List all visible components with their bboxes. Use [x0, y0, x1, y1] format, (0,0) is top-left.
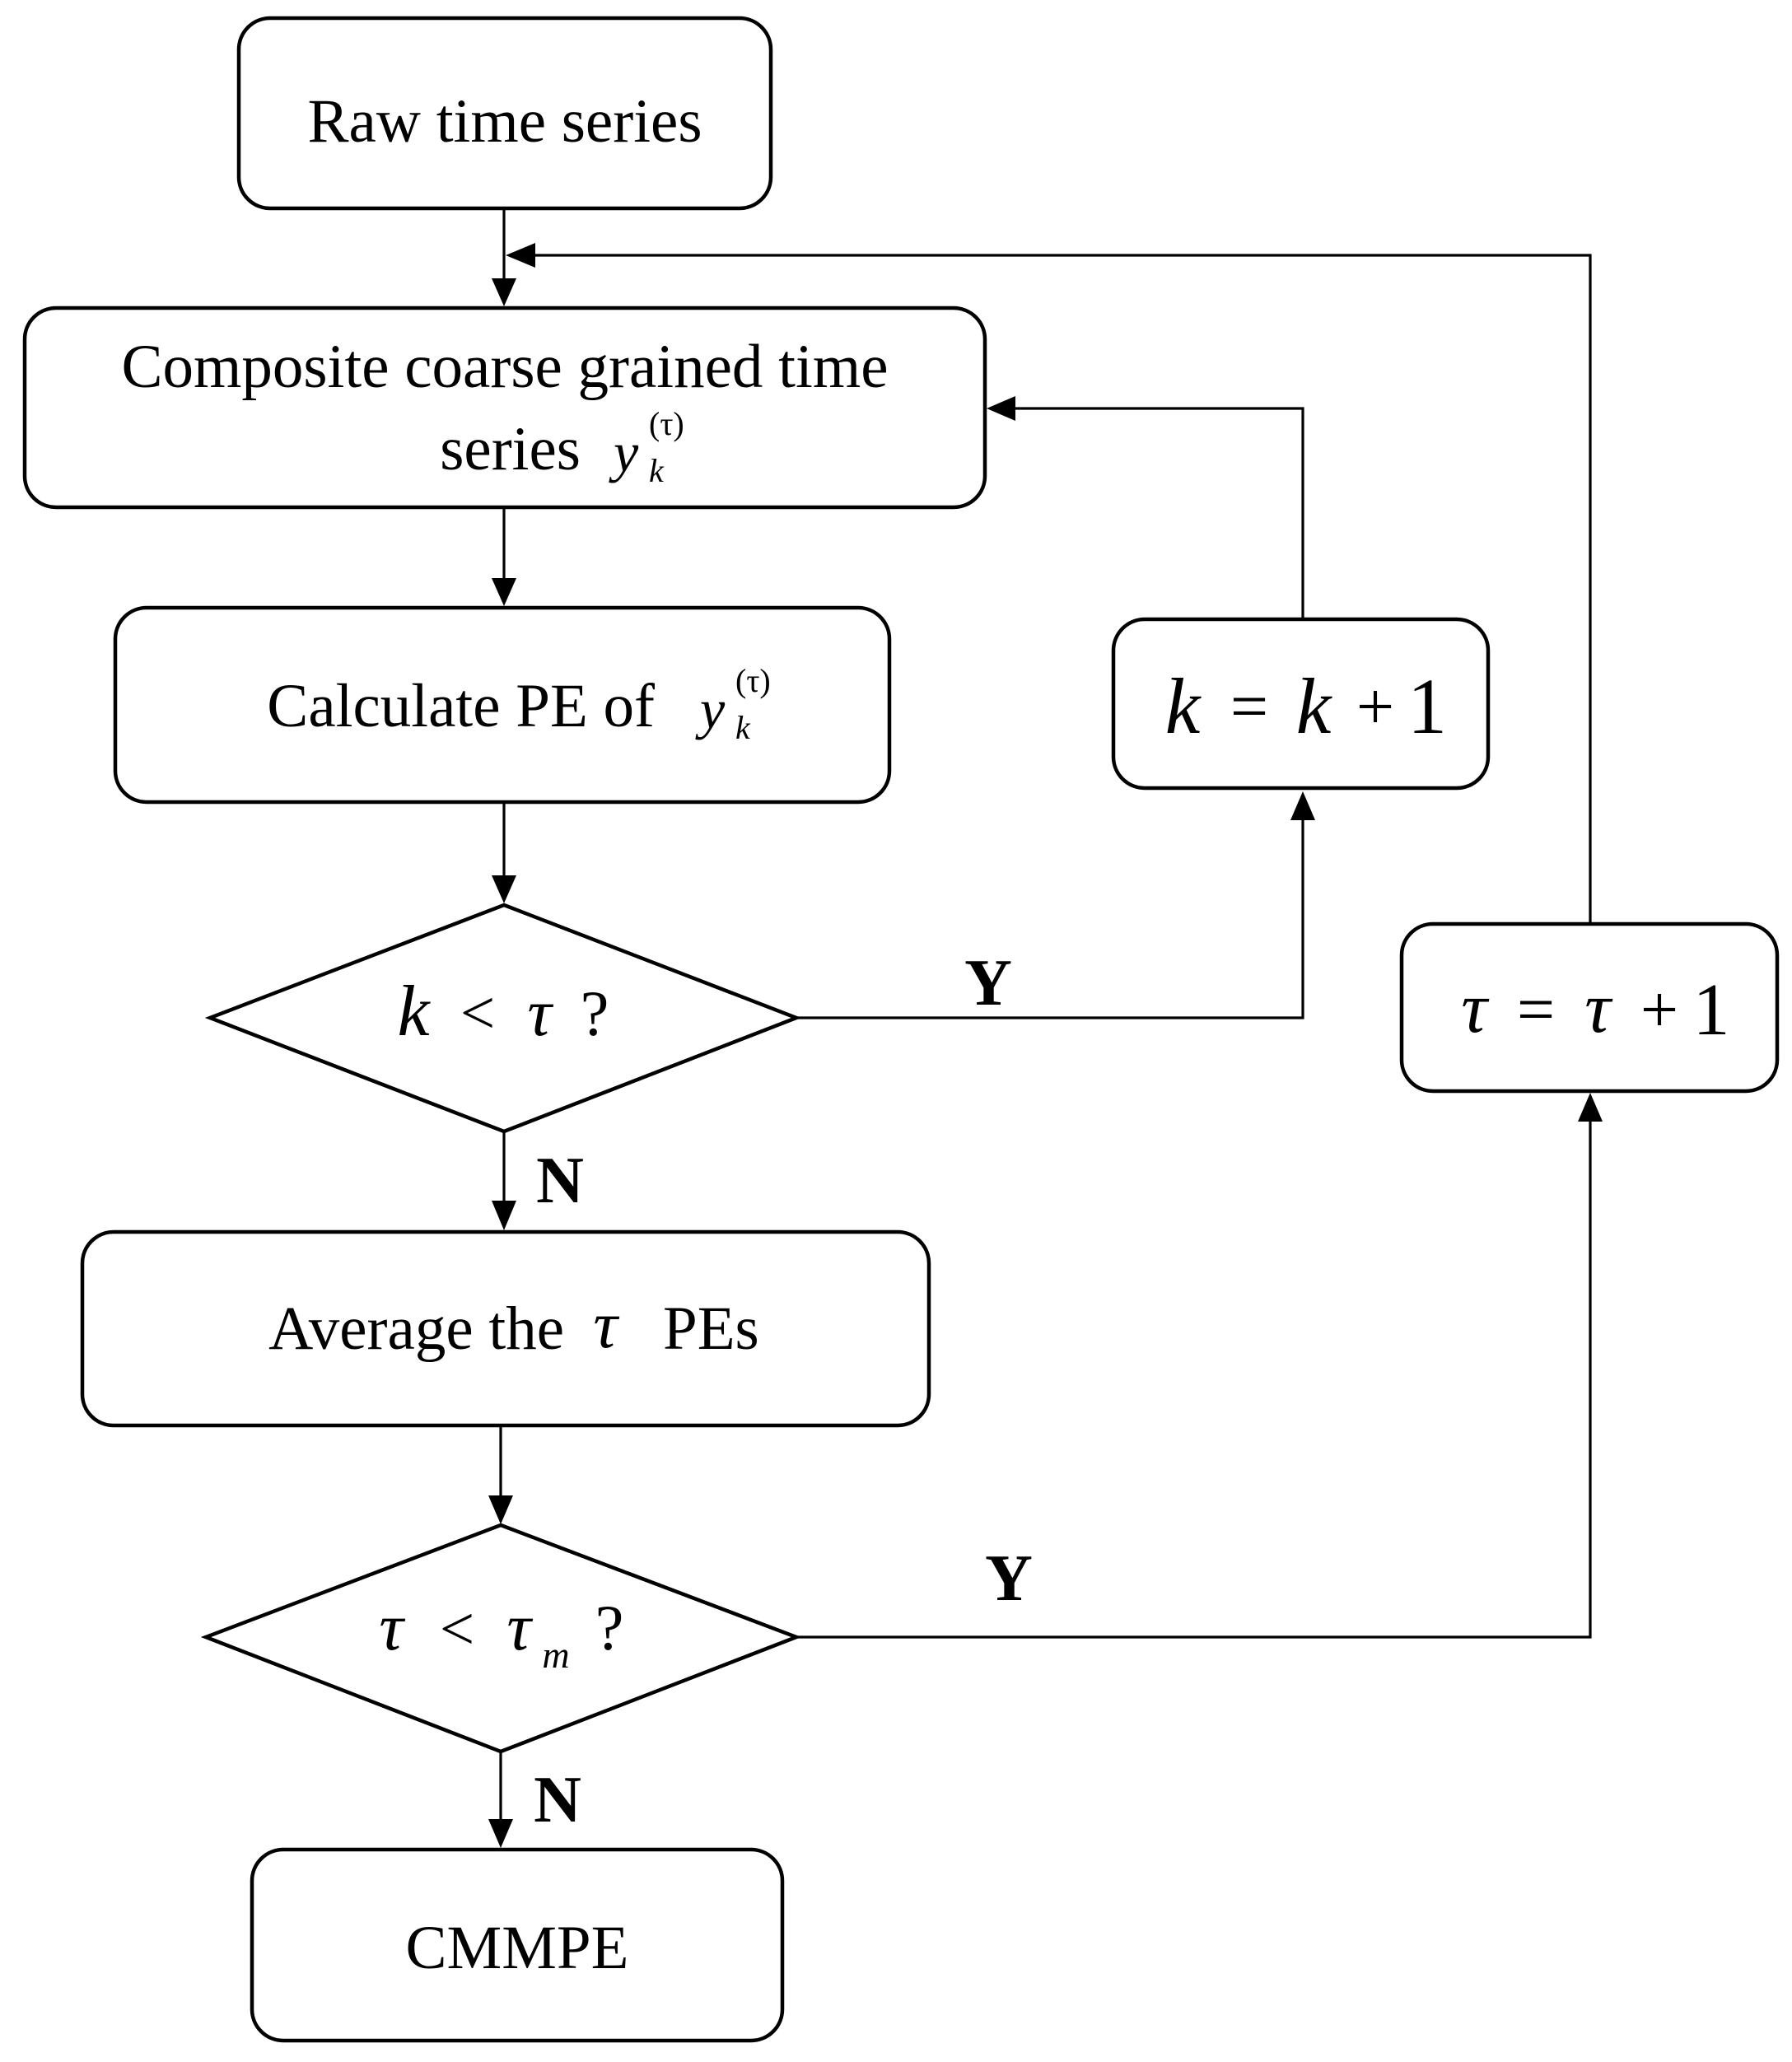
node-decision-tau-q: ? [595, 1592, 624, 1663]
node-composite-var: y [609, 421, 639, 483]
node-decision-k-right: τ [527, 975, 553, 1050]
arrowhead-decision-k-top [492, 875, 516, 903]
node-calculate-pe: Calculate PE of y (τ) k [113, 605, 892, 805]
node-calculate-sup: (τ) [735, 662, 771, 699]
node-k-increment-plus: + [1356, 669, 1394, 744]
node-average-pes: Average the τ PEs [80, 1229, 931, 1428]
node-decision-tau-left: τ [379, 1589, 405, 1664]
node-tau-increment-box [1399, 921, 1780, 1094]
node-tau-increment-eq: = [1517, 972, 1555, 1047]
node-decision-tau-op: < [440, 1595, 474, 1663]
node-calculate-box [113, 605, 892, 805]
node-calculate-sub: k [735, 709, 751, 746]
node-k-increment-one: 1 [1407, 662, 1447, 750]
node-raw-time-series: Raw time series [236, 16, 773, 211]
arrowhead-composite-top [492, 278, 516, 306]
node-k-increment-box [1111, 617, 1491, 791]
node-tau-increment-lhs: τ [1461, 968, 1490, 1048]
arrowhead-decision-tau-top [488, 1495, 513, 1524]
node-composite-box [22, 306, 987, 510]
node-composite-coarse-grained: Composite coarse grained time series y (… [22, 306, 987, 510]
node-decision-k-q: ? [581, 977, 609, 1049]
node-average-pre: Average the [268, 1295, 564, 1363]
arrowhead-calculate-top [492, 578, 516, 606]
node-composite-sub: k [649, 452, 665, 489]
node-calculate-label: Calculate PE of [267, 672, 655, 740]
edge-labels: Y N Y N [534, 947, 1033, 1836]
edge-label-k-no: N [536, 1145, 584, 1217]
node-tau-increment-plus: + [1640, 972, 1678, 1047]
node-decision-tau-diamond [200, 1523, 802, 1754]
edge-k-loop-return [1015, 407, 1304, 619]
node-result-label: CMMPE [406, 1914, 629, 1982]
node-tau-increment: τ = τ + 1 [1399, 921, 1780, 1094]
node-k-increment: k = k + 1 [1111, 617, 1491, 791]
node-average-var: τ [593, 1287, 619, 1362]
node-k-increment-lhs: k [1165, 662, 1202, 750]
arrowhead-tau-loop-return [506, 243, 535, 268]
edge-label-tau-no: N [534, 1764, 581, 1836]
node-decision-tau-right: τ [506, 1589, 533, 1664]
node-k-increment-rhs: k [1296, 662, 1333, 750]
node-average-box [80, 1229, 931, 1428]
node-raw-label: Raw time series [307, 87, 702, 156]
node-raw-box [236, 16, 773, 211]
node-decision-k-op: < [460, 979, 495, 1047]
edge-decision-k-yes [796, 820, 1304, 1019]
node-composite-line2: series [440, 415, 581, 483]
arrowhead-result-top [488, 1819, 513, 1848]
node-decision-k-left: k [397, 972, 431, 1052]
node-result-box [250, 1847, 785, 2043]
arrowhead-k-loop-return [987, 396, 1015, 421]
arrowhead-average-top [492, 1201, 516, 1230]
edge-label-tau-yes: Y [985, 1542, 1033, 1615]
node-average-post: PEs [663, 1295, 759, 1363]
node-k-increment-eq: = [1230, 669, 1268, 744]
arrowhead-k-increment-bottom [1290, 791, 1315, 820]
edge-tau-loop-return [535, 254, 1592, 922]
node-decision-k-lt-tau: k < τ ? [204, 903, 802, 1134]
node-tau-increment-one: 1 [1693, 969, 1730, 1051]
edge-decision-tau-yes [796, 1122, 1592, 1639]
node-composite-line1: Composite coarse grained time [122, 333, 889, 401]
node-tau-increment-rhs: τ [1584, 968, 1613, 1048]
connectors [488, 208, 1603, 1848]
node-composite-sup: (τ) [649, 405, 684, 442]
node-decision-tau-lt-taum: τ < τ m ? [200, 1523, 802, 1754]
node-calculate-var: y [695, 678, 726, 740]
node-decision-tau-sub: m [542, 1634, 569, 1676]
node-result-cmmpe: CMMPE [250, 1847, 785, 2043]
node-decision-k-diamond [204, 903, 802, 1134]
arrowhead-tau-increment-bottom [1578, 1093, 1603, 1122]
edge-label-k-yes: Y [964, 947, 1012, 1019]
